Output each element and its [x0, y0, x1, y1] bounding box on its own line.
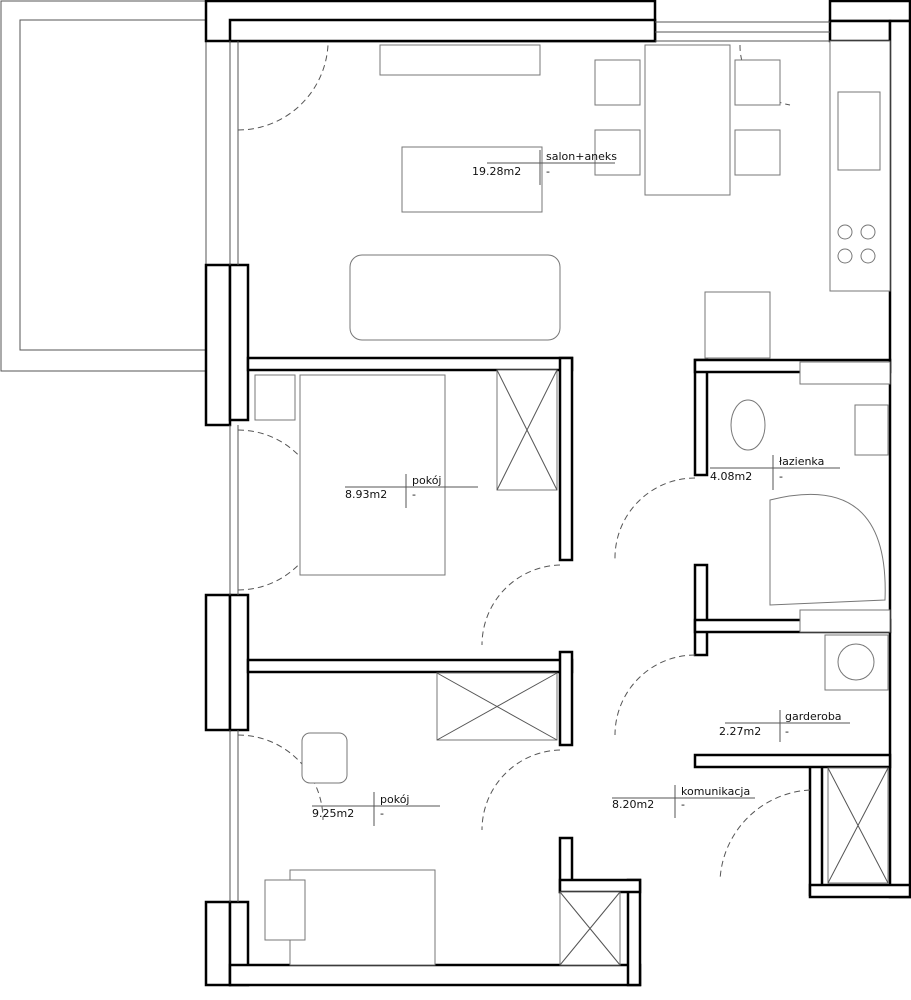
room-name: pokój — [412, 474, 441, 487]
furniture — [254, 40, 891, 966]
sofa — [349, 254, 561, 341]
radiator — [799, 609, 891, 633]
room-area: 4.08m2 — [710, 470, 752, 483]
room-note: - — [785, 725, 789, 738]
room-name: garderoba — [785, 710, 842, 723]
room-note: - — [412, 488, 416, 501]
radiator — [799, 361, 891, 385]
room-name: komunikacja — [681, 785, 750, 798]
bed — [289, 869, 436, 966]
room-label-komunikacja: komunikacja 8.20m2 - — [612, 785, 755, 818]
room-label-salon: salon+aneks 19.28m2 - — [472, 150, 617, 185]
fridge — [704, 291, 771, 359]
tv-cabinet — [379, 44, 541, 76]
nightstand — [264, 879, 306, 941]
room-label-pokoj-1: pokój 8.93m2 - — [345, 474, 478, 508]
chair — [594, 129, 641, 176]
room-area: 19.28m2 — [472, 165, 521, 178]
room-note: - — [546, 165, 550, 178]
exterior-walls — [204, 0, 911, 987]
desk-chair — [301, 732, 348, 784]
room-label-garderoba: garderoba 2.27m2 - — [719, 710, 850, 742]
room-label-pokoj-2: pokój 9.25m2 - — [312, 792, 440, 826]
chair — [734, 129, 781, 176]
balcony — [0, 0, 207, 372]
room-label-lazienka: łazienka 4.08m2 - — [710, 455, 840, 490]
room-area: 8.20m2 — [612, 798, 654, 811]
coffee-table — [401, 146, 543, 213]
room-note: - — [681, 798, 685, 811]
room-note: - — [779, 470, 783, 483]
room-area: 8.93m2 — [345, 488, 387, 501]
interior-walls — [246, 356, 892, 894]
room-name: salon+aneks — [546, 150, 617, 163]
chair — [734, 59, 781, 106]
sink-icon — [837, 91, 881, 171]
dining-table — [644, 44, 731, 196]
nightstand — [254, 374, 296, 421]
room-note: - — [380, 807, 384, 820]
bathtub — [769, 493, 886, 606]
room-area: 2.27m2 — [719, 725, 761, 738]
washbasin — [854, 404, 889, 456]
room-area: 9.25m2 — [312, 807, 354, 820]
toilet-icon — [730, 399, 766, 451]
bed — [299, 374, 446, 576]
room-name: pokój — [380, 793, 409, 806]
room-name: łazienka — [779, 455, 824, 468]
chair — [594, 59, 641, 106]
